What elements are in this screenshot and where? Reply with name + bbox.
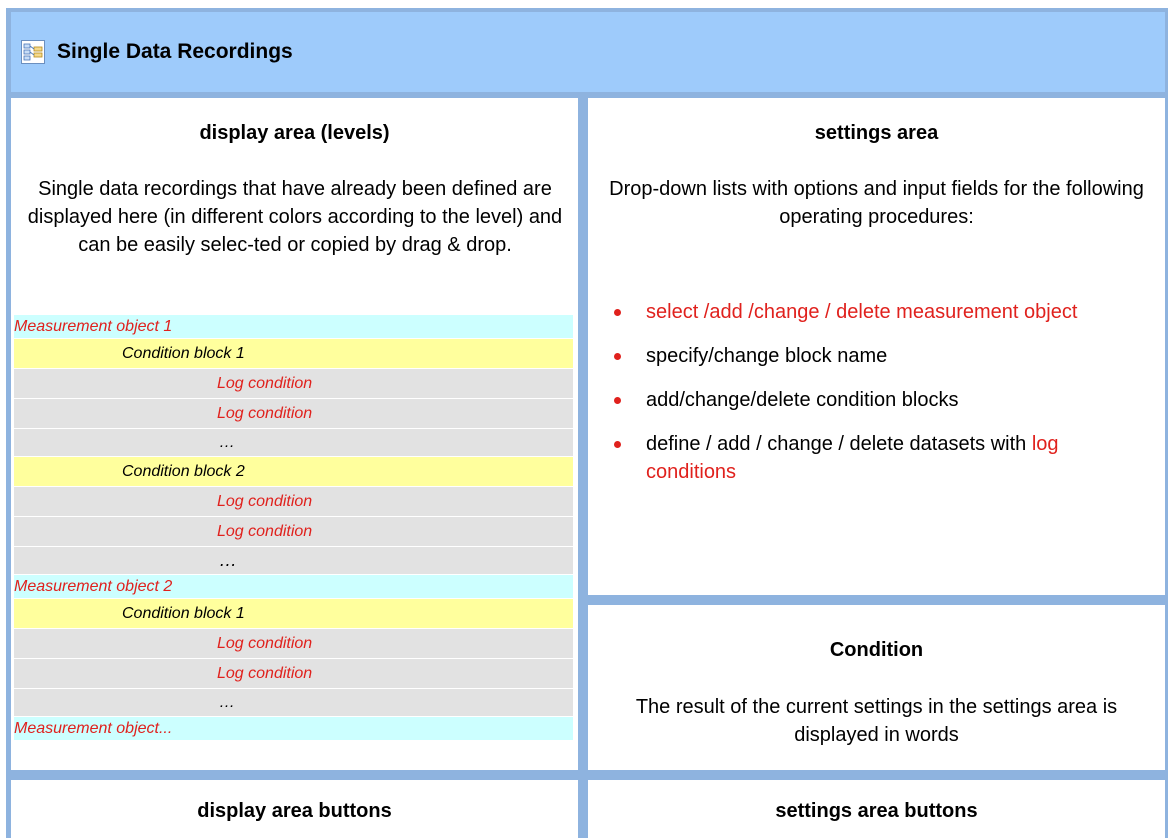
operation-item: specify/change block name xyxy=(606,342,1146,370)
bullet-icon xyxy=(614,353,621,360)
operation-text: specify/change block name xyxy=(646,345,888,367)
level-label: Measurement object... xyxy=(14,719,173,737)
bullet-icon xyxy=(614,309,621,316)
level-label: Log condition xyxy=(217,634,313,652)
level-label: … xyxy=(219,550,237,570)
display-area-heading: display area (levels) xyxy=(199,122,390,144)
log-condition-row[interactable]: Log condition xyxy=(14,487,573,517)
condition-description: The result of the current settings in th… xyxy=(635,696,1118,746)
log-condition-row[interactable]: Log condition xyxy=(14,399,573,429)
bullet-icon xyxy=(614,441,621,448)
operations-list: select /add /change / delete measurement… xyxy=(606,298,1146,502)
level-label: Log condition xyxy=(217,404,313,422)
ellipsis-row[interactable]: … xyxy=(14,429,573,457)
page-title: Single Data Recordings xyxy=(57,40,293,63)
settings-area-buttons-panel: settings area buttons xyxy=(588,780,1165,838)
diagram-icon xyxy=(21,40,45,64)
measurement-object-row[interactable]: Measurement object... xyxy=(14,717,573,741)
log-condition-row[interactable]: Log condition xyxy=(14,369,573,399)
operation-text: define / add / change / delete datasets … xyxy=(646,433,1032,455)
operation-item: add/change/delete condition blocks xyxy=(606,386,1146,414)
measurement-object-row[interactable]: Measurement object 2 xyxy=(14,575,573,599)
log-condition-row[interactable]: Log condition xyxy=(14,659,573,689)
level-label: … xyxy=(219,693,235,711)
level-label: Measurement object 2 xyxy=(14,577,173,595)
ellipsis-row[interactable]: … xyxy=(14,547,573,575)
level-label: Measurement object 1 xyxy=(14,317,173,335)
display-area-description: Single data recordings that have already… xyxy=(27,178,563,256)
log-condition-row[interactable]: Log condition xyxy=(14,517,573,547)
operation-item: select /add /change / delete measurement… xyxy=(606,298,1146,326)
operation-text: add/change/delete condition blocks xyxy=(646,389,959,411)
settings-area-buttons-label: settings area buttons xyxy=(775,800,978,822)
bullet-icon xyxy=(614,397,621,404)
condition-block-row[interactable]: Condition block 1 xyxy=(14,599,573,629)
operation-item: define / add / change / delete datasets … xyxy=(606,430,1146,486)
level-label: … xyxy=(219,433,235,451)
level-label: Log condition xyxy=(217,374,313,392)
level-label: Log condition xyxy=(217,522,313,540)
condition-heading: Condition xyxy=(829,639,924,661)
condition-block-row[interactable]: Condition block 1 xyxy=(14,339,573,369)
measurement-object-row[interactable]: Measurement object 1 xyxy=(14,315,573,339)
header-bar: Single Data Recordings xyxy=(11,12,1165,92)
condition-panel: Condition The result of the current sett… xyxy=(588,605,1165,770)
display-area-buttons-panel: display area buttons xyxy=(11,780,578,838)
level-label: Log condition xyxy=(217,664,313,682)
level-label: Condition block 1 xyxy=(122,604,245,622)
level-label: Condition block 1 xyxy=(122,344,245,362)
operation-text: select /add /change / delete measurement… xyxy=(646,301,1078,323)
levels-list: Measurement object 1 Condition block 1 Log… xyxy=(14,315,573,741)
settings-area-heading: settings area xyxy=(814,122,939,144)
condition-block-row[interactable]: Condition block 2 xyxy=(14,457,573,487)
operation-text: log conditions xyxy=(646,433,1059,483)
display-area-panel: display area (levels) Single data record… xyxy=(11,98,578,770)
ellipsis-row[interactable]: … xyxy=(14,689,573,717)
log-condition-row[interactable]: Log condition xyxy=(14,629,573,659)
level-label: Condition block 2 xyxy=(122,462,245,480)
settings-area-panel: settings area Drop-down lists with optio… xyxy=(588,98,1165,595)
level-label: Log condition xyxy=(217,492,313,510)
display-area-buttons-label: display area buttons xyxy=(197,800,392,822)
settings-area-description: Drop-down lists with options and input f… xyxy=(609,178,1144,228)
